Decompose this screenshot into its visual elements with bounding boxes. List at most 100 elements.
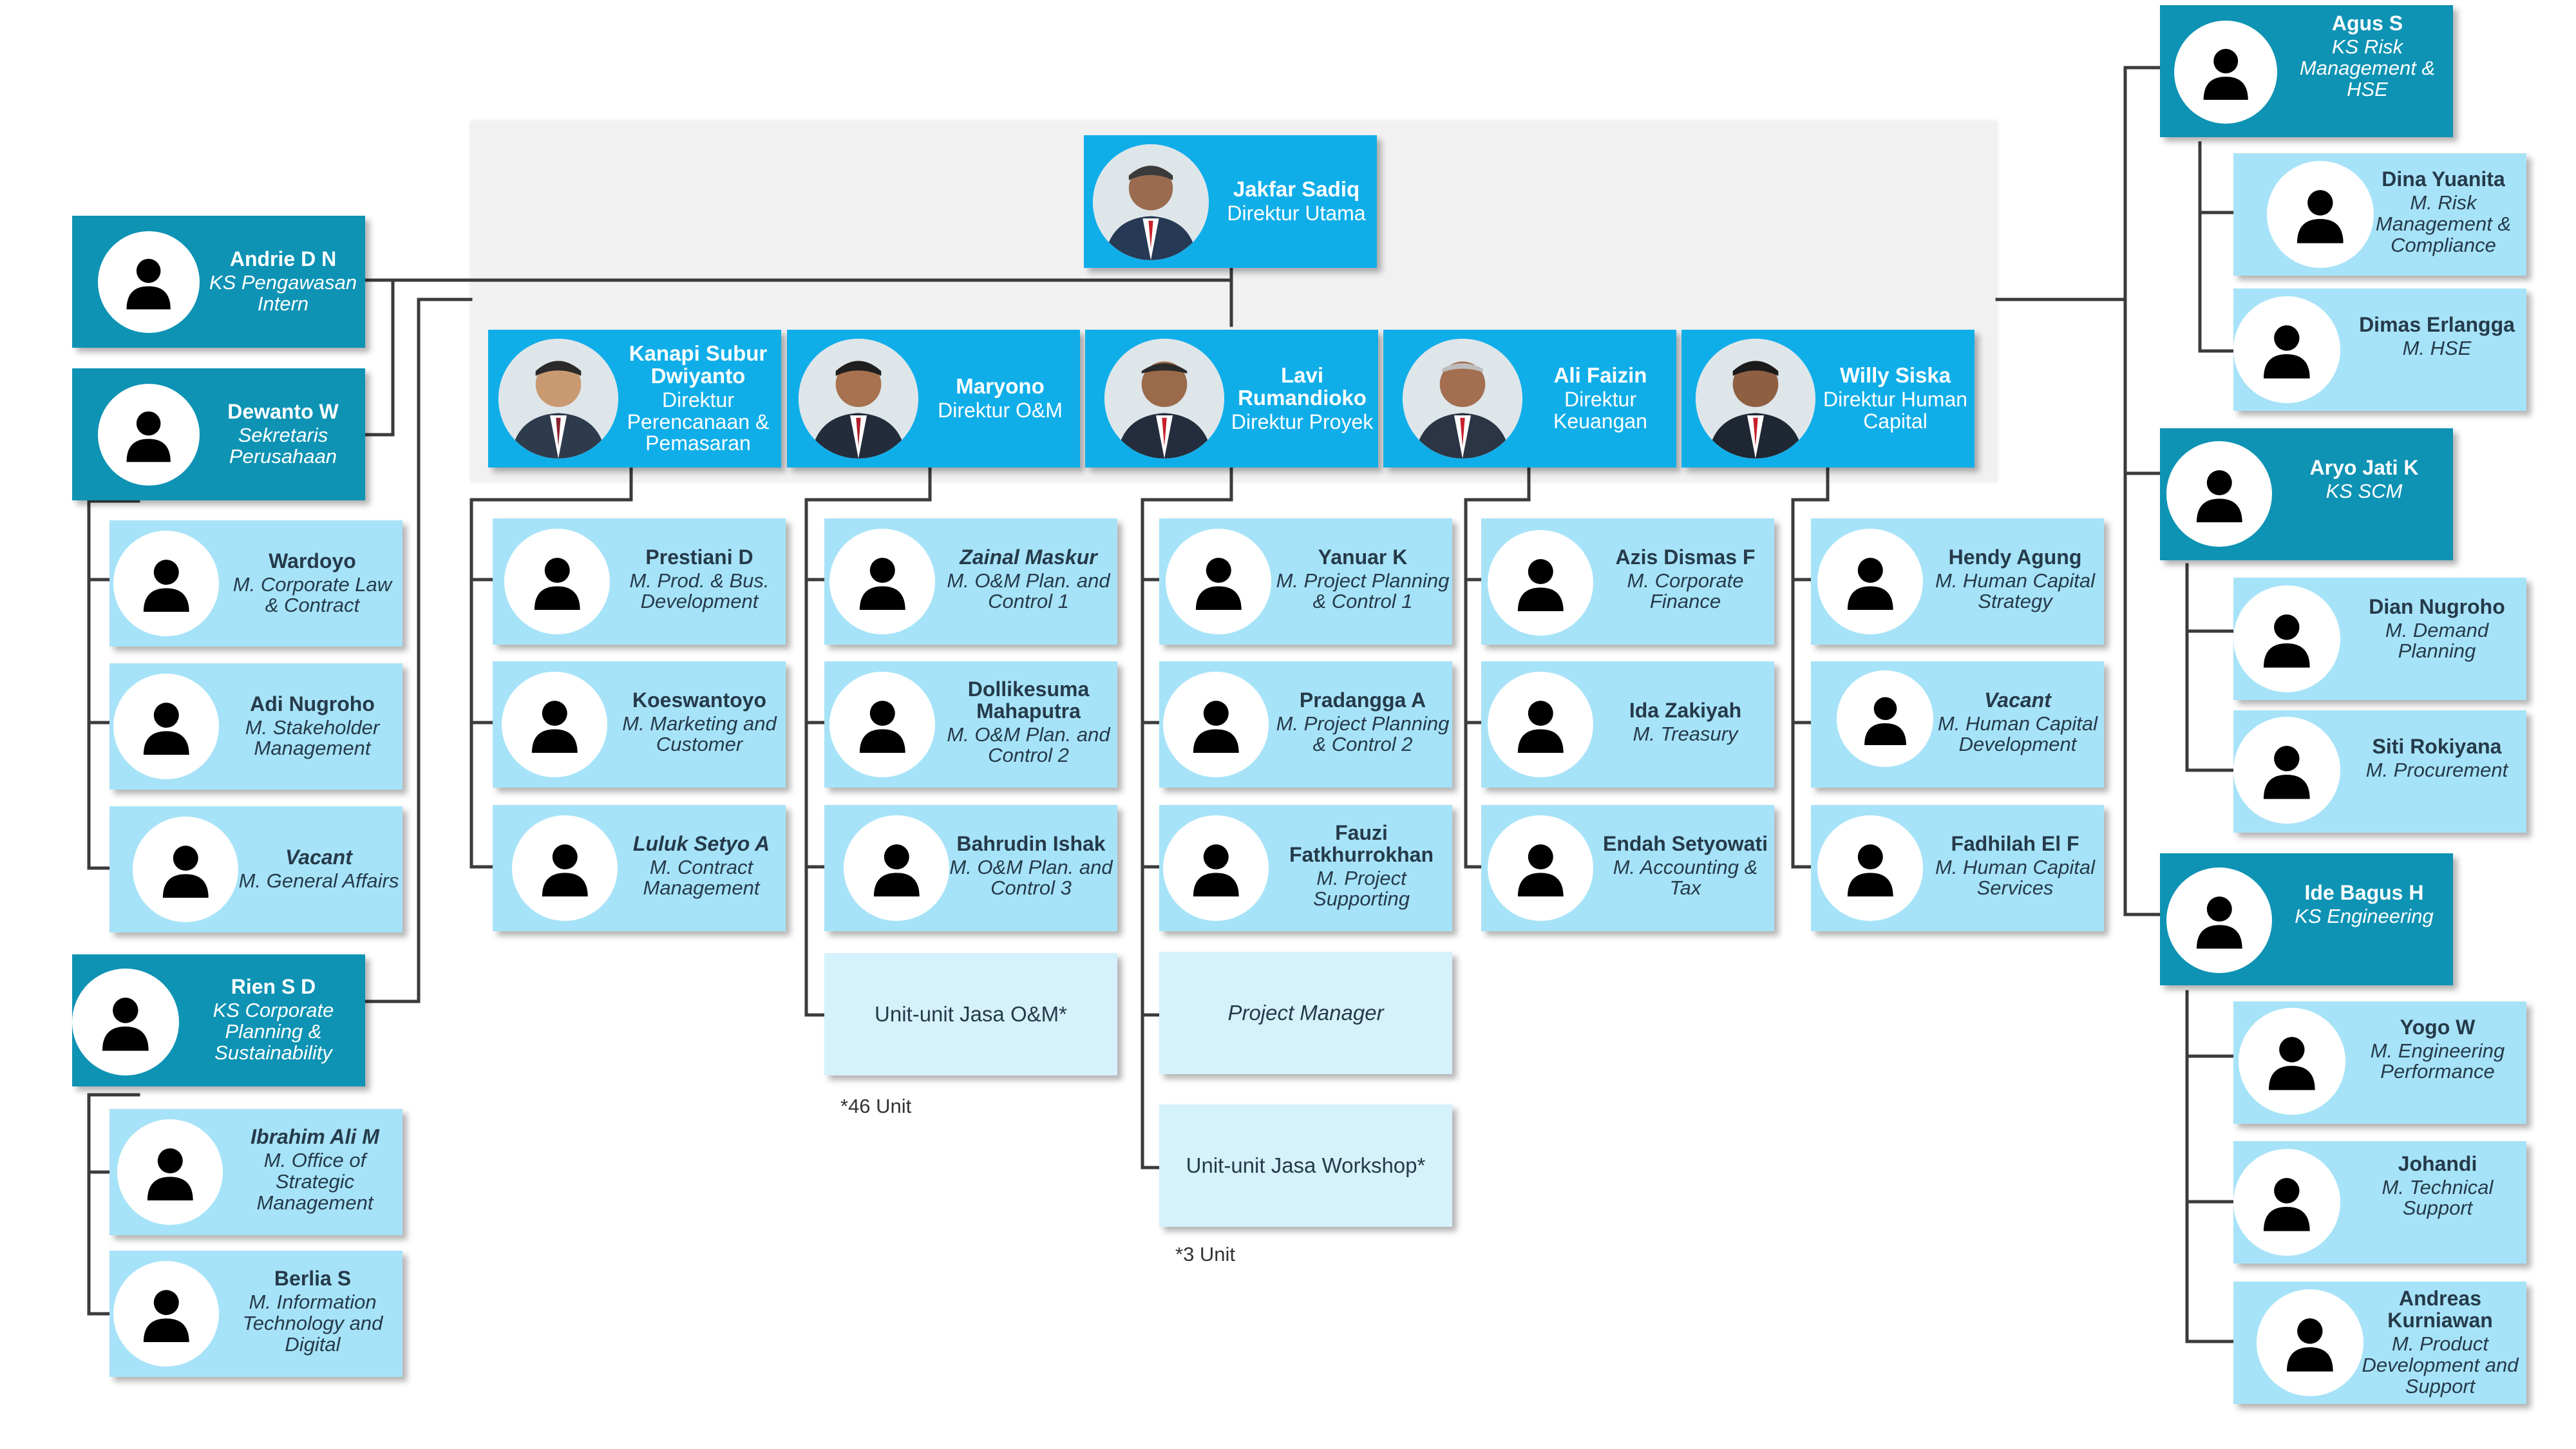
name: Prestiani D	[645, 545, 753, 569]
ks-pengawasan-intern-box[interactable]: Andrie D N KS Pengawasan Intern	[72, 216, 365, 348]
role: Direktur Perencanaan & Pemasaran	[627, 388, 770, 455]
person-icon	[512, 815, 618, 921]
director-photo	[1403, 339, 1522, 459]
name: Ide Bagus H	[2304, 881, 2424, 905]
unit-jasa-om-box[interactable]: Unit-unit Jasa O&M*	[824, 953, 1117, 1075]
ks-risk-management-box[interactable]: Agus S KS Risk Management & HSE	[2160, 5, 2453, 137]
person-icon	[98, 231, 200, 333]
role: KS Risk Management & HSE	[2299, 35, 2436, 100]
ks-corporate-planning-box[interactable]: Rien S D KS Corporate Planning & Sustain…	[72, 954, 365, 1086]
manager-hc-strategy-box[interactable]: Hendy Agung M. Human Capital Strategy	[1811, 518, 2104, 645]
name: Bahrudin Ishak	[956, 831, 1106, 855]
manager-office-strategic-box[interactable]: Ibrahim Ali M M. Office of Strategic Man…	[109, 1109, 402, 1235]
person-icon	[829, 529, 935, 634]
manager-treasury-box[interactable]: Ida Zakiyah M. Treasury	[1481, 661, 1774, 788]
manager-om-plan-2-box[interactable]: Dollikesuma Mahaputra M. O&M Plan. and C…	[824, 661, 1117, 788]
person-icon	[504, 529, 610, 634]
person-icon	[1163, 672, 1269, 777]
role: M. Project Planning & Control 1	[1276, 569, 1450, 613]
ks-engineering-box[interactable]: Ide Bagus H KS Engineering	[2160, 853, 2453, 985]
unit-label: Unit-unit Jasa O&M*	[875, 1002, 1067, 1026]
name: Andrie D N	[229, 247, 337, 271]
manager-procurement-box[interactable]: Siti Rokiyana M. Procurement	[2233, 710, 2526, 833]
name: Berlia S	[274, 1267, 352, 1291]
manager-hc-services-box[interactable]: Fadhilah El F M. Human Capital Services	[1811, 805, 2104, 931]
person-icon	[2174, 21, 2277, 124]
person-icon	[1166, 529, 1271, 634]
name: Lavi Rumandioko	[1238, 363, 1367, 410]
role: M. Office of Strategic Management	[256, 1149, 374, 1214]
name: Koeswantoyo	[632, 688, 767, 712]
manager-prod-bus-dev-box[interactable]: Prestiani D M. Prod. & Bus. Development	[493, 518, 786, 645]
role: KS Pengawasan Intern	[209, 271, 357, 315]
name: Aryo Jati K	[2309, 456, 2419, 480]
name: Siti Rokiyana	[2372, 735, 2502, 759]
manager-contract-box[interactable]: Luluk Setyo A M. Contract Management	[493, 805, 786, 931]
manager-om-plan-1-box[interactable]: Zainal Maskur M. O&M Plan. and Control 1	[824, 518, 1117, 645]
manager-technical-support-box[interactable]: Johandi M. Technical Support	[2233, 1141, 2526, 1264]
role: M. Demand Planning	[2385, 618, 2489, 663]
role: M. O&M Plan. and Control 1	[947, 569, 1110, 613]
role: M. Human Capital Development	[1937, 712, 2098, 756]
manager-hse-box[interactable]: Dimas Erlangga M. HSE	[2233, 289, 2526, 411]
director-keuangan-box[interactable]: Ali Faizin Direktur Keuangan	[1383, 330, 1676, 468]
manager-demand-planning-box[interactable]: Dian Nugroho M. Demand Planning	[2233, 578, 2526, 700]
manager-project-planning-1-box[interactable]: Yanuar K M. Project Planning & Control 1	[1159, 518, 1452, 645]
name: Rien S D	[231, 975, 316, 999]
person-icon	[502, 672, 607, 777]
manager-project-planning-2-box[interactable]: Pradangga A M. Project Planning & Contro…	[1159, 661, 1452, 788]
ceo-box[interactable]: Jakfar Sadiq Direktur Utama	[1084, 135, 1377, 268]
director-perencanaan-box[interactable]: Kanapi Subur Dwiyanto Direktur Perencana…	[488, 330, 781, 468]
person-icon	[1817, 815, 1923, 921]
director-human-capital-box[interactable]: Willy Siska Direktur Human Capital	[1681, 330, 1975, 468]
ceo-photo	[1093, 144, 1209, 260]
manager-marketing-box[interactable]: Koeswantoyo M. Marketing and Customer	[493, 661, 786, 788]
role: M. O&M Plan. and Control 2	[947, 723, 1110, 767]
name: Willy Siska	[1839, 363, 1951, 388]
person-icon	[1817, 529, 1923, 634]
director-om-box[interactable]: Maryono Direktur O&M	[787, 330, 1080, 468]
unit-jasa-workshop-box[interactable]: Unit-unit Jasa Workshop*	[1159, 1104, 1452, 1227]
person-icon	[1488, 815, 1593, 921]
name: Dewanto W	[227, 400, 339, 424]
director-proyek-box[interactable]: Lavi Rumandioko Direktur Proyek	[1085, 330, 1378, 468]
role: M. Human Capital Services	[1935, 855, 2096, 900]
name: Kanapi Subur Dwiyanto	[629, 341, 768, 388]
role: M. Project Supporting	[1313, 866, 1410, 911]
name: Maryono	[956, 374, 1045, 399]
person-icon	[2166, 441, 2272, 547]
manager-engineering-performance-box[interactable]: Yogo W M. Engineering Performance	[2233, 1001, 2526, 1124]
name: Wardoyo	[269, 549, 356, 573]
manager-corporate-law-box[interactable]: Wardoyo M. Corporate Law & Contract	[109, 520, 402, 647]
name: Dina Yuanita	[2382, 167, 2505, 191]
manager-corporate-finance-box[interactable]: Azis Dismas F M. Corporate Finance	[1481, 518, 1774, 645]
role: M. Treasury	[1633, 723, 1738, 746]
name: Adi Nugroho	[250, 692, 375, 715]
role: Sekretaris Perusahaan	[229, 424, 337, 468]
person-icon	[1488, 530, 1593, 636]
manager-accounting-tax-box[interactable]: Endah Setyowati M. Accounting & Tax	[1481, 805, 1774, 931]
manager-om-plan-3-box[interactable]: Bahrudin Ishak M. O&M Plan. and Control …	[824, 805, 1117, 931]
person-icon	[113, 674, 219, 779]
manager-stakeholder-box[interactable]: Adi Nugroho M. Stakeholder Management	[109, 663, 402, 790]
project-manager-box[interactable]: Project Manager	[1159, 952, 1452, 1074]
role: Direktur O&M	[938, 399, 1063, 422]
manager-product-development-box[interactable]: Andreas Kurniawan M. Product Development…	[2233, 1282, 2526, 1404]
ks-scm-box[interactable]: Aryo Jati K KS SCM	[2160, 428, 2453, 560]
manager-risk-compliance-box[interactable]: Dina Yuanita M. Risk Management & Compli…	[2233, 153, 2526, 276]
role: M. Marketing and Customer	[622, 712, 777, 756]
manager-hc-development-box[interactable]: Vacant M. Human Capital Development	[1811, 661, 2104, 788]
director-photo	[498, 339, 618, 459]
director-photo	[1104, 339, 1224, 459]
person-icon	[2166, 867, 2272, 973]
role: Direktur Proyek	[1231, 410, 1374, 433]
sekretaris-perusahaan-box[interactable]: Dewanto W Sekretaris Perusahaan	[72, 368, 365, 500]
name: Dollikesuma Mahaputra	[967, 677, 1090, 723]
manager-general-affairs-box[interactable]: Vacant M. General Affairs	[109, 806, 402, 933]
manager-project-supporting-box[interactable]: Fauzi Fatkhurrokhan M. Project Supportin…	[1159, 805, 1452, 931]
manager-it-digital-box[interactable]: Berlia S M. Information Technology and D…	[109, 1251, 402, 1377]
person-icon	[2233, 585, 2340, 692]
name: Johandi	[2398, 1151, 2477, 1175]
role: M. O&M Plan. and Control 3	[949, 855, 1113, 900]
name: Azis Dismas F	[1615, 545, 1756, 569]
